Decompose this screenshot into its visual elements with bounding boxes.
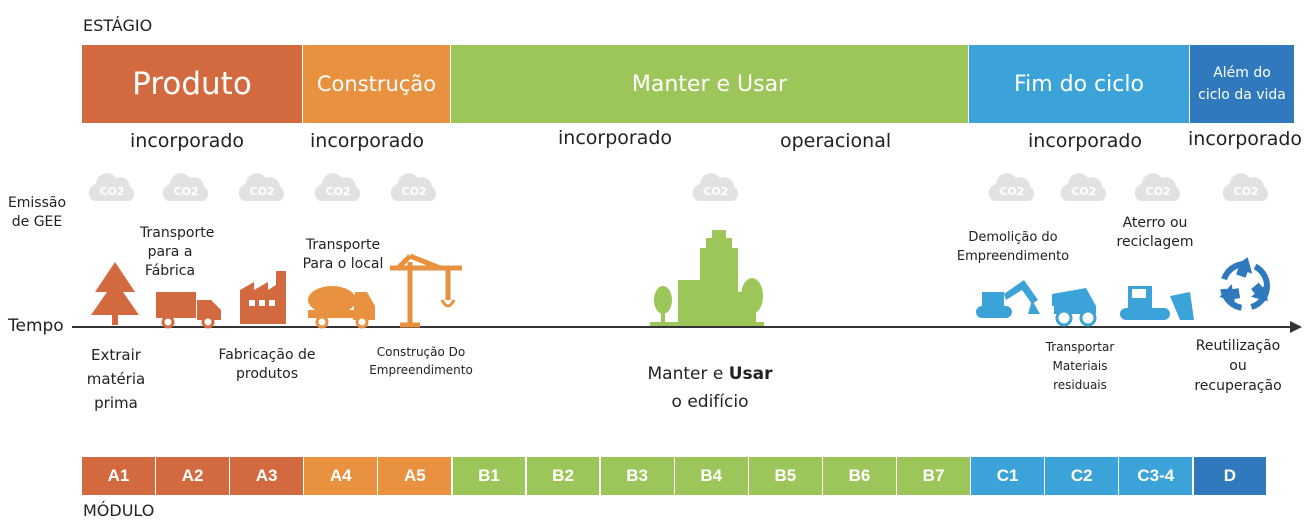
demolition-label: Demolição do Empreendimento [956,230,1070,264]
stage-label: Além do ciclo da vida [1198,65,1286,103]
embodiment-label: incorporado [310,130,425,152]
svg-text:CO2: CO2 [173,185,198,198]
module-b4: B4 [674,457,748,495]
bulldozer-icon [1120,286,1194,320]
stage-label: Manter e Usar [631,71,788,97]
module-a5: A5 [378,457,452,495]
svg-text:CO2: CO2 [99,185,124,198]
module-b3: B3 [600,457,674,495]
stage-produto: Produto [82,45,302,123]
co2-cloud-icon: CO2 [84,171,140,205]
co2-cloud-icon: CO2 [386,171,442,205]
co2-cloud-icon: CO2 [1056,171,1112,205]
extract-label: Extrair matéria prima [86,346,146,412]
module-heading: MÓDULO [83,501,155,520]
stage-label: Produto [132,66,252,102]
recycle-icon [1219,257,1270,311]
svg-text:CO2: CO2 [401,185,426,198]
module-a3: A3 [230,457,304,495]
crane-icon [390,253,462,328]
module-c2: C2 [1045,457,1119,495]
co2-cloud-icon: CO2 [158,171,214,205]
module-b6: B6 [823,457,896,495]
buildings-icon [650,230,764,326]
module-b5: B5 [748,457,822,495]
embodiment-label: incorporado [558,127,673,149]
use-label-bold: Usar [728,364,773,384]
svg-text:CO2: CO2 [1145,185,1170,198]
embodiment-label: incorporado [1028,130,1143,152]
transport-factory-label: Transporte para a Fábrica [140,225,215,279]
module-c3-4: C3-4 [1119,457,1193,495]
svg-text:CO2: CO2 [703,185,728,198]
stage-heading: ESTÁGIO [83,16,153,35]
co2-cloud-icon: CO2 [1218,171,1274,205]
embodiment-label: incorporado [1188,128,1303,150]
co2-cloud-icon: CO2 [688,171,744,205]
use-label-post: o edifício [671,392,749,412]
stage-alem-ciclo: Além do ciclo da vida [1190,45,1294,123]
truck-icon [156,292,221,329]
stage-label: Fim do ciclo [1014,71,1144,97]
stage-label: Construção [316,72,437,96]
module-a4: A4 [304,457,378,495]
module-b7: B7 [897,457,970,495]
stage-manter-usar: Manter e Usar [451,45,968,123]
module-b2: B2 [526,457,600,495]
factory-icon [240,271,286,324]
svg-text:CO2: CO2 [1071,185,1096,198]
co2-cloud-icon: CO2 [234,171,290,205]
embodiment-label: operacional [780,130,892,152]
module-c1: C1 [971,457,1045,495]
stage-construcao: Construção [303,45,450,123]
svg-text:CO2: CO2 [1233,185,1258,198]
tree-icon [91,262,139,325]
use-label-pre: Manter e [647,364,724,384]
co2-cloud-icon: CO2 [310,171,366,205]
reuse-label: Reutilização ou recuperação [1194,338,1282,394]
svg-text:CO2: CO2 [325,185,350,198]
co2-cloud-icon: CO2 [984,171,1040,205]
time-axis [72,321,1302,333]
mixer-truck-icon [308,286,375,329]
time-label: Tempo [8,316,64,336]
ghg-label: Emissão de GEE [7,195,67,230]
manufacture-label: Fabricação de produtos [218,347,316,382]
module-d: D [1193,457,1267,495]
transport-site-label: Transporte Para o local [302,237,384,272]
waste-transport-label: Transportar Materiais residuais [1045,340,1115,392]
landfill-label: Aterro ou reciclagem [1116,215,1194,250]
dump-truck-icon [1052,288,1097,327]
stage-fim-ciclo: Fim do ciclo [969,45,1189,123]
embodiment-label: incorporado [130,130,245,152]
excavator-icon [976,280,1040,318]
svg-text:CO2: CO2 [999,185,1024,198]
module-a1: A1 [82,457,155,495]
svg-text:CO2: CO2 [249,185,274,198]
co2-cloud-icon: CO2 [1130,171,1186,205]
use-label: Manter e Usar o edifício [600,360,820,416]
module-b1: B1 [452,457,526,495]
construction-label: Construção Do Empreendimento [369,345,473,377]
module-a2: A2 [156,457,229,495]
